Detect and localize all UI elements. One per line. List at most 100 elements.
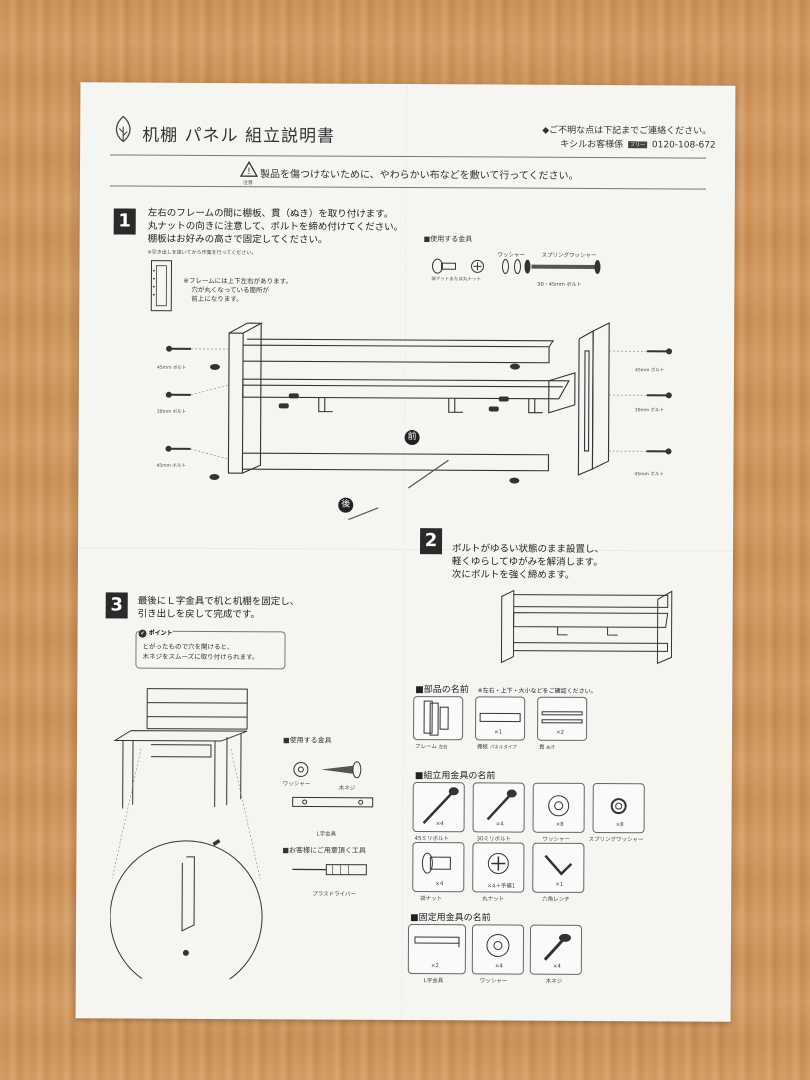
page-title: 机棚 パネル 組立説明書: [142, 125, 336, 147]
fix-qty: ×4: [552, 963, 561, 970]
part-extra: ぬき: [546, 745, 556, 751]
hw-qty: ×8: [615, 822, 624, 829]
spring-washer-icon: [610, 798, 627, 815]
hex-wrench-icon: [544, 854, 573, 876]
round-nut-icon: [487, 852, 509, 874]
tool-label: ■お客様にご用意頂く工具: [282, 846, 366, 855]
bolt-caption: 30・45mm ボルト: [537, 281, 582, 288]
step3-line1: 最後にＬ字金具で机と机棚を固定し、: [137, 595, 300, 608]
warning-icon: !: [239, 161, 259, 177]
hw-spring-washer-box: ×8: [592, 782, 645, 834]
step3-hardware-icons: [292, 761, 374, 808]
part-name: 棚板 パネルタイプ: [477, 742, 517, 750]
divider: [109, 185, 706, 190]
instruction-sheet: 机棚 パネル 組立説明書 ◆ご不明な点は下記までご連絡ください。 キシルお客様係…: [75, 82, 736, 1022]
shelf-board-icon: [479, 712, 521, 723]
cap-nut-icon: [421, 852, 451, 874]
hw-bolt45-box: ×4: [412, 782, 465, 833]
part-extra: パネルタイプ: [489, 745, 517, 751]
hw-name: 45ミリボルト: [414, 836, 450, 843]
bolt45-label-right-lower: 45mm ボルト: [634, 472, 664, 478]
step1-line3: 棚板はお好みの高さで固定してください。: [147, 233, 328, 246]
hw-bolt30-box: ×4: [472, 782, 525, 833]
hw-name: 六角レンチ: [542, 896, 570, 903]
frame-note-line3: 前上になります。: [191, 294, 243, 304]
step1-line1: 左右のフレームの間に棚板、貫（ぬき）を取り付けます。: [147, 207, 394, 220]
step3-parts-label: ■使用する金具: [282, 736, 332, 745]
screwdriver-icon: [292, 864, 367, 876]
bracket-caption-step3: L字金具: [316, 831, 337, 838]
part-frame-box: [413, 696, 464, 741]
fix-qty: ×4: [494, 963, 503, 970]
phone-number: 0120-108-672: [651, 140, 716, 151]
back-marker: 後: [338, 497, 354, 513]
frame-diagram: [150, 260, 173, 312]
point-label: ポイント: [148, 629, 173, 637]
hw-qty: ×4: [435, 881, 444, 888]
hw-name: ワッシャー: [542, 836, 571, 843]
hw-name: スプリングワッシャー: [588, 836, 644, 844]
step2-shelf-diagram: [500, 589, 673, 665]
hw-washer-box: ×8: [532, 782, 585, 833]
frame-icon: [423, 700, 449, 736]
washer-icon: [486, 933, 510, 957]
parts-names-note: ※左右・上下・大小などをご確認ください。: [477, 687, 597, 696]
fix-name: 木ネジ: [545, 978, 563, 985]
screw-caption-step3: 木ネジ: [338, 785, 356, 792]
part-qty: ×1: [494, 729, 503, 736]
wood-screw-icon: [543, 933, 571, 961]
hw-qty: ×1: [555, 881, 564, 888]
hw-qty: ×4: [435, 821, 444, 828]
warning-sub-label: 注意: [242, 180, 253, 187]
washer-caption-step3: ワッシャー: [282, 781, 311, 788]
nuki-rail-icon: [541, 711, 583, 724]
parts-names-heading: ■部品の名前 ※左右・上下・大小などをご確認ください。: [415, 682, 596, 696]
step2-line3: 次にボルトを強く締めます。: [451, 569, 575, 581]
step3-desk-diagram: [109, 688, 263, 980]
part-name-text: 棚板: [476, 744, 489, 751]
step3-line2: 引き出しを戻して完成です。: [137, 608, 260, 621]
free-dial-icon: フリー: [628, 141, 648, 149]
leaf-logo-icon: [115, 115, 131, 143]
step2-line1: ボルトがゆるい状態のまま設置し、: [451, 543, 605, 556]
part-nuki-box: ×2: [537, 696, 588, 741]
fix-screw-box: ×4: [529, 924, 583, 975]
fix-washer-box: ×4: [471, 924, 525, 975]
svg-text:!: !: [247, 167, 251, 177]
fix-qty: ×2: [430, 963, 439, 970]
screwdriver-caption: プラスドライバー: [312, 891, 357, 898]
contact-note: ◆ご不明な点は下記までご連絡ください。: [542, 125, 712, 137]
hw-name: 袋ナット: [420, 896, 443, 903]
contact-name: キシルお客様係: [560, 139, 624, 151]
hw-round-nut-box: ×4＋予備1: [472, 842, 525, 893]
hw-qty: ×4＋予備1: [487, 883, 516, 890]
bolt45-label-right: 45mm ボルト: [634, 368, 665, 374]
part-name-text: 貫: [538, 744, 545, 751]
washer-icon: [548, 795, 570, 817]
front-marker: 前: [404, 429, 420, 446]
bolt45-icon: [422, 787, 459, 824]
point-box: ✔ ポイント とがったもので穴を開けると、 木ネジをスムーズに取り付けられます。: [135, 627, 286, 670]
part-qty: ×2: [556, 729, 565, 736]
point-line1: とがったもので穴を開けると、: [142, 642, 234, 652]
step1-note: ※引き出しを抜いてから作業を行ってください。: [147, 249, 257, 257]
spring-washer-caption: スプリングワッシャー: [541, 252, 597, 259]
point-icon: ✔: [138, 629, 147, 638]
point-text: とがったもので穴を開けると、 木ネジをスムーズに取り付けられます。: [142, 642, 258, 663]
fix-name: ワッシャー: [479, 978, 508, 985]
step1-assembly-diagram: [165, 322, 673, 521]
step2-number: 2: [419, 528, 443, 555]
part-name-text: フレーム: [414, 744, 437, 751]
bolt30-label-left: 30mm ボルト: [156, 409, 187, 415]
part-name: 貫 ぬき: [539, 743, 555, 751]
step2-text: ボルトがゆるい状態のまま設置し、 軽くゆらしてゆがみを解消します。 次にボルトを…: [452, 542, 604, 582]
hw-cap-nut-box: ×4: [412, 842, 465, 893]
hw-qty: ×8: [555, 821, 564, 828]
step1-number: 1: [113, 208, 136, 235]
step1-line2: 丸ナットの向きに注意して、ボルトを締め付けてください。: [147, 220, 404, 233]
parts-names-title: ■部品の名前: [415, 685, 469, 696]
fix-bracket-box: ×2: [407, 924, 467, 975]
contact-phone: キシルお客様係 フリー 0120-108-672: [560, 137, 716, 151]
assembly-hardware-heading: ■組立用金具の名前: [414, 771, 496, 782]
step3-text: 最後にＬ字金具で机と机棚を固定し、 引き出しを戻して完成です。: [138, 595, 300, 622]
